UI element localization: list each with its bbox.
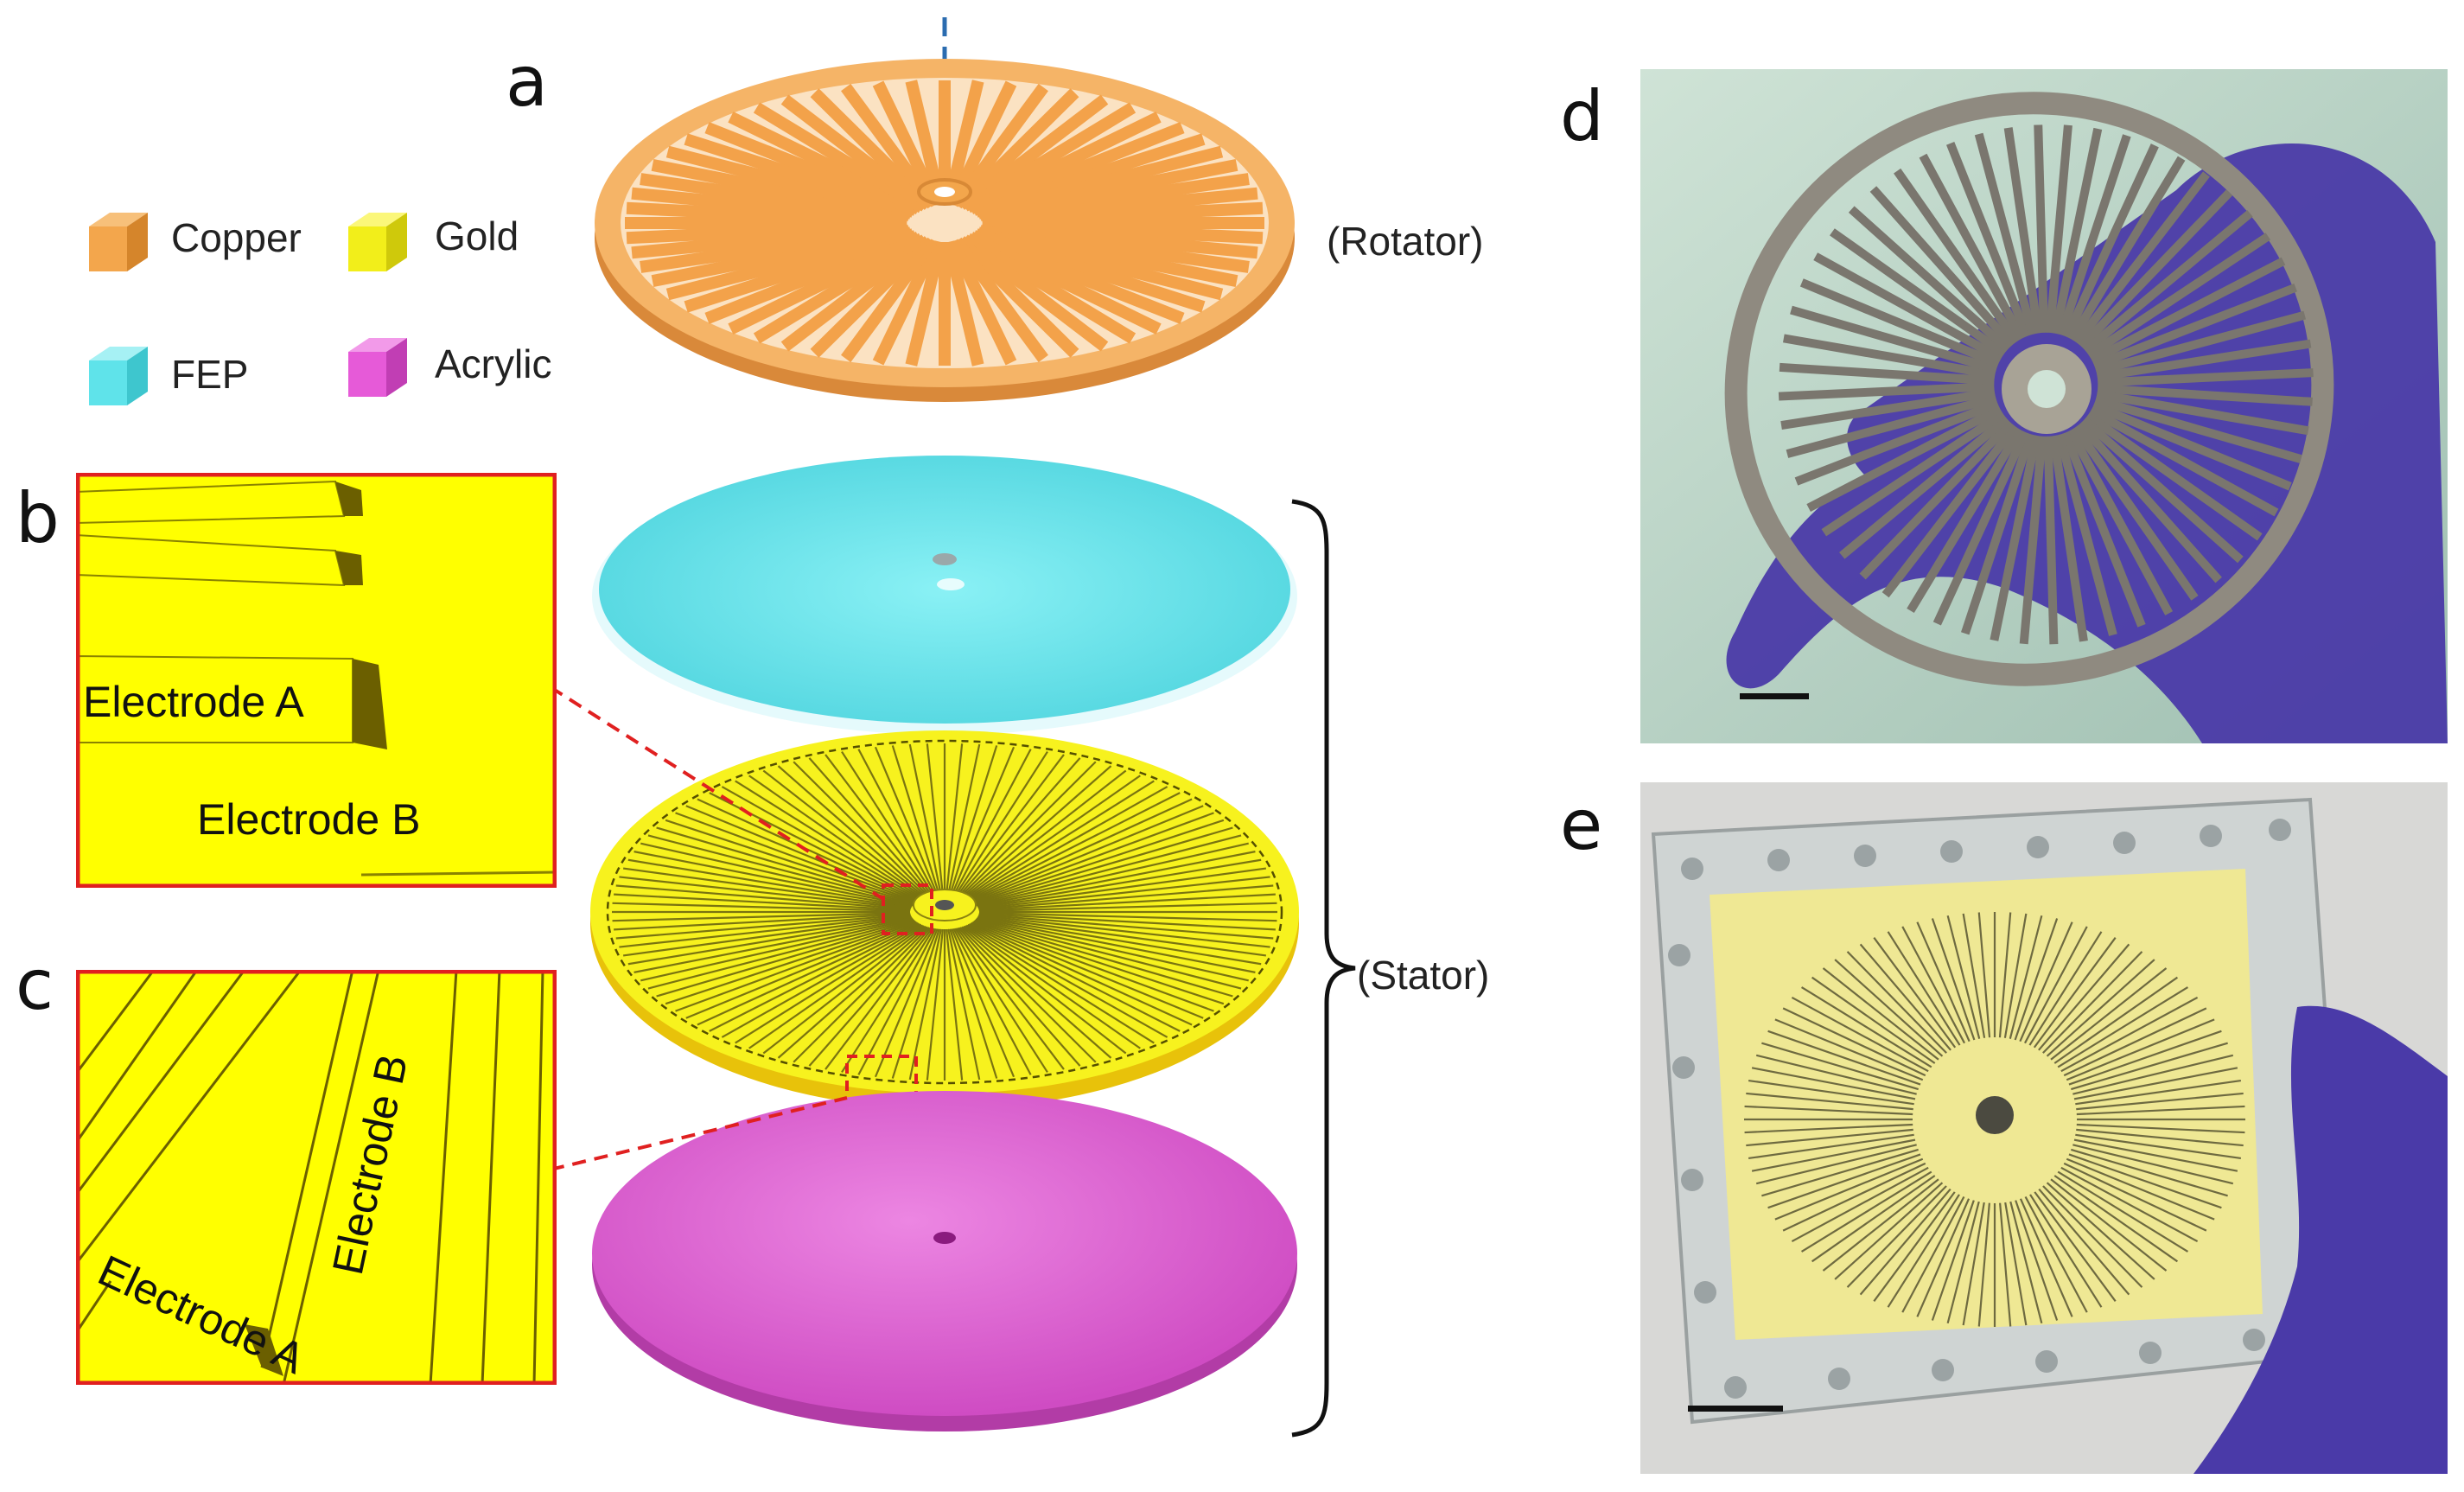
zoom-panel-b: Electrode A Electrode B bbox=[76, 473, 557, 888]
panel-label-a: a bbox=[506, 41, 549, 122]
legend-swatch-acrylic bbox=[348, 338, 407, 397]
fep-disc bbox=[592, 456, 1297, 735]
panel-label-c: c bbox=[16, 945, 54, 1025]
panel-label-d: d bbox=[1560, 76, 1604, 156]
legend-label-acrylic: Acrylic bbox=[435, 341, 552, 386]
photo-rotator bbox=[1640, 69, 2448, 743]
glove-e bbox=[2193, 1005, 2448, 1474]
zoom-highlight-b bbox=[882, 883, 933, 935]
scale-bar-d bbox=[1740, 693, 1809, 699]
legend-swatch-gold bbox=[348, 213, 407, 271]
stator-label: (Stator) bbox=[1357, 953, 1490, 998]
stator-brace bbox=[1291, 499, 1356, 1438]
photo-stator bbox=[1640, 782, 2448, 1474]
acrylic-disc bbox=[592, 1091, 1297, 1431]
panel-label-b: b bbox=[16, 478, 60, 558]
gold-electrode-disc bbox=[590, 730, 1299, 1127]
legend-label-gold: Gold bbox=[435, 214, 519, 258]
scale-bar-e bbox=[1688, 1406, 1783, 1412]
legend-swatch-copper bbox=[89, 213, 148, 271]
copper-rotator-disc bbox=[595, 59, 1295, 402]
panel-label-e: e bbox=[1560, 785, 1603, 865]
leader-line-c bbox=[550, 1096, 848, 1171]
zoom-panel-c: Electrode B Electrode A bbox=[76, 970, 557, 1385]
legend-swatch-fep bbox=[89, 347, 148, 405]
zoom-b-electrode-b-label: Electrode B bbox=[197, 795, 420, 844]
legend-label-fep: FEP bbox=[171, 352, 249, 397]
zoom-b-electrode-a-label: Electrode A bbox=[83, 678, 304, 726]
legend-label-copper: Copper bbox=[171, 215, 302, 260]
rotator-label: (Rotator) bbox=[1327, 219, 1484, 264]
